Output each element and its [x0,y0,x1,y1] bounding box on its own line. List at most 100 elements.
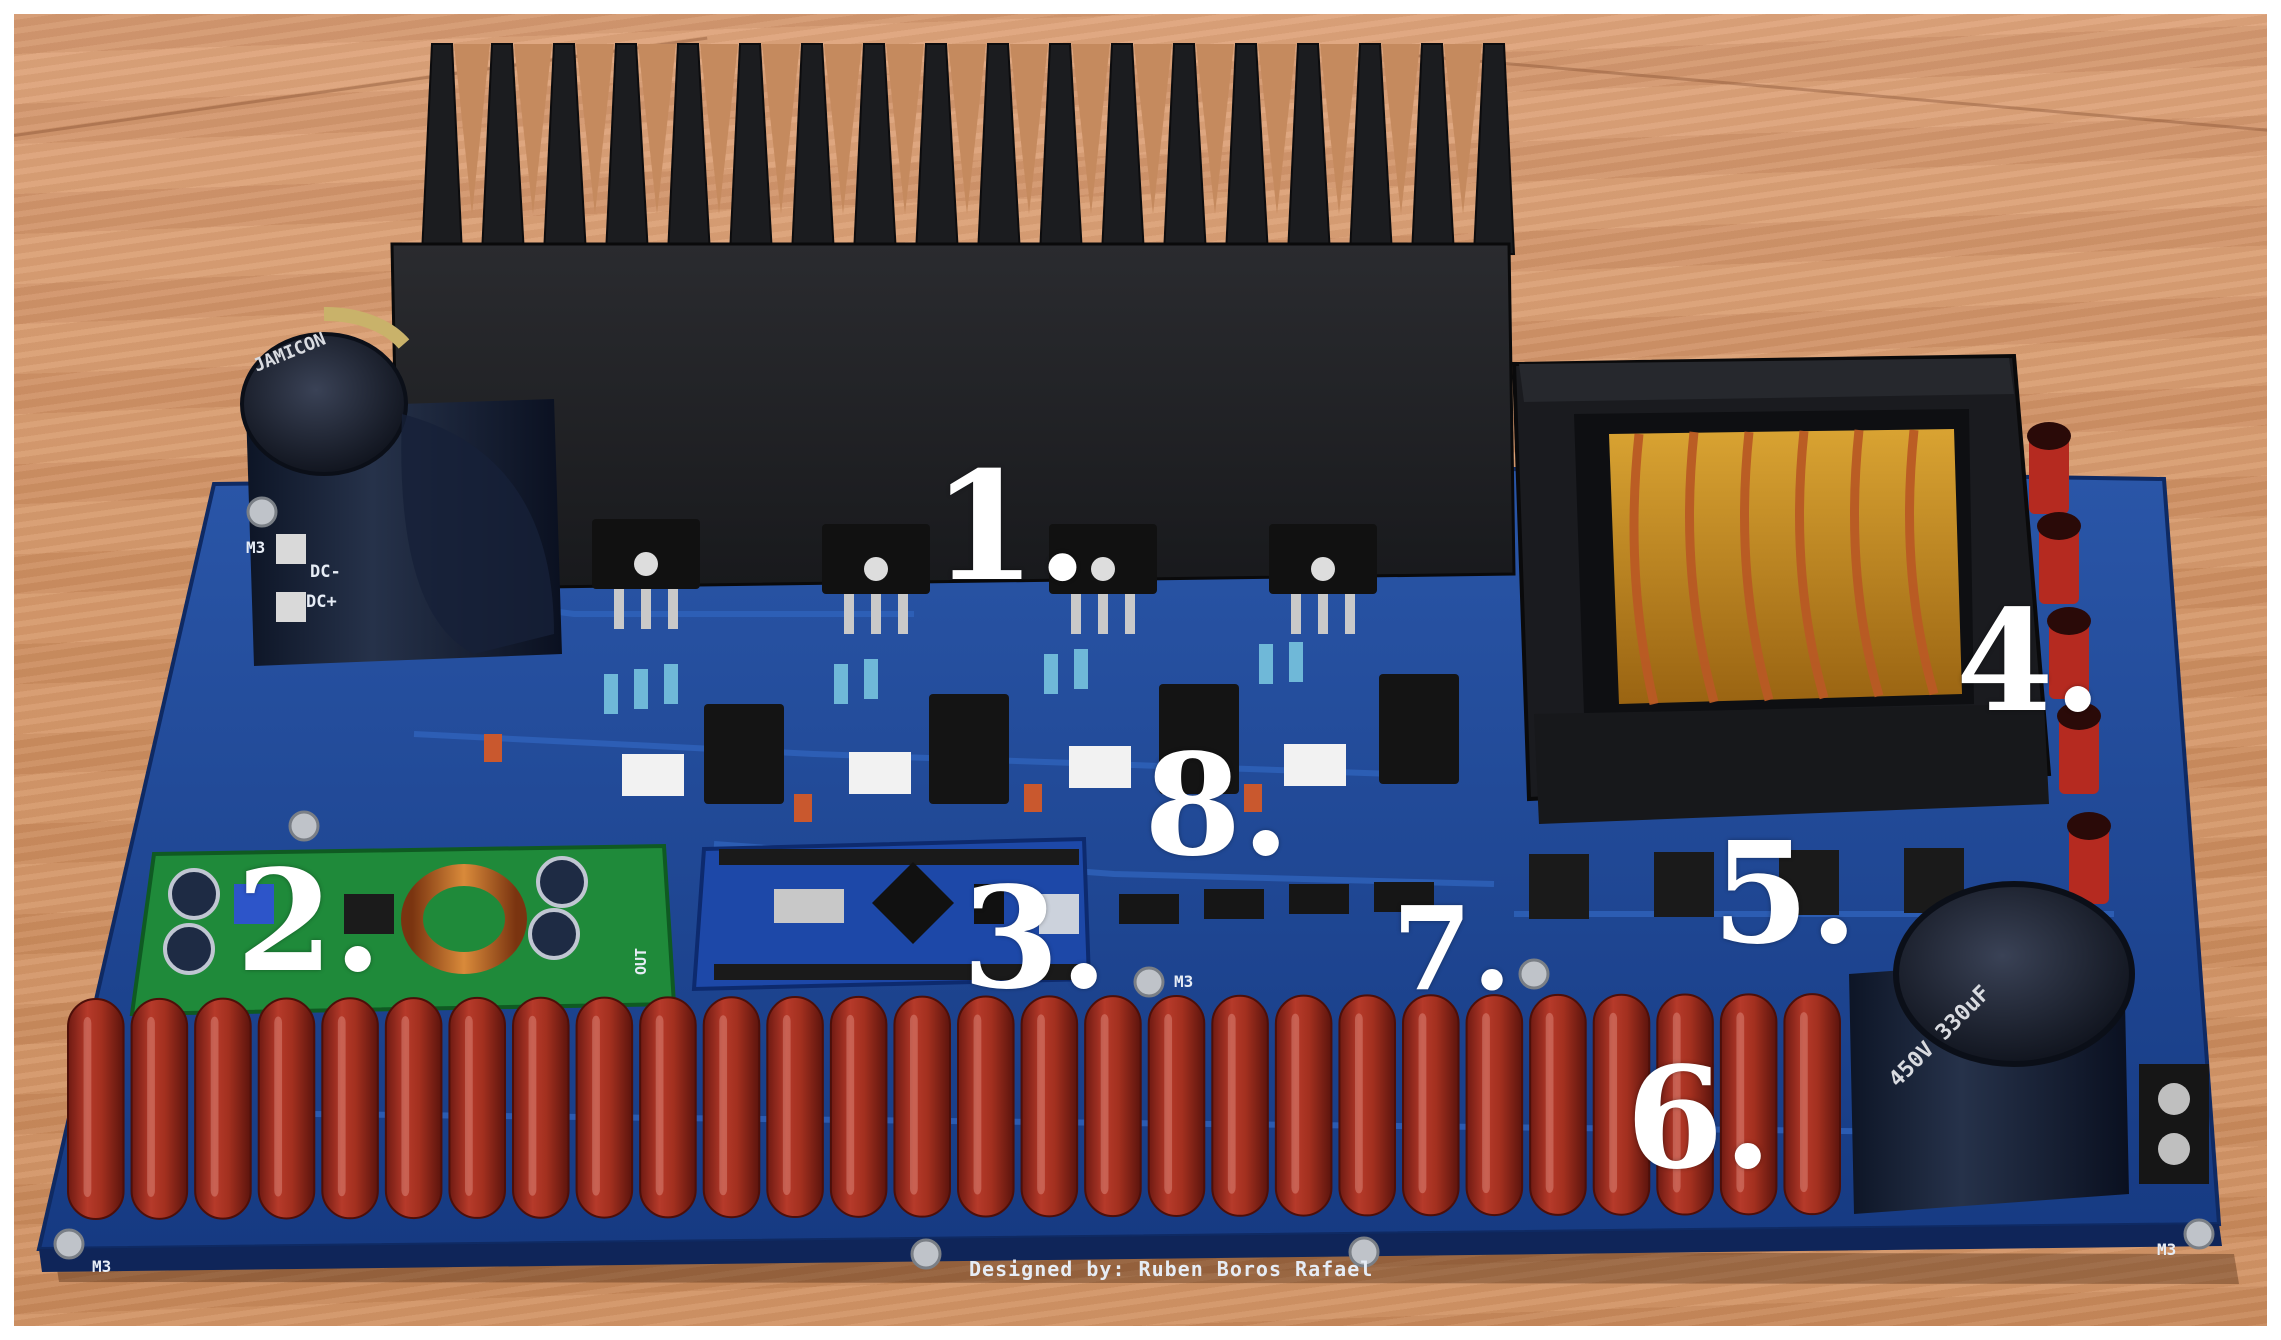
capacitor-highlight [1609,1012,1618,1193]
capacitor-highlight [719,1015,728,1196]
capacitor-highlight [1037,1014,1045,1195]
terminal [2057,702,2101,794]
silk-m3-middle: M3 [1174,972,1194,991]
capacitor-highlight [846,1014,855,1195]
film-capacitor [1592,993,1651,1216]
capacitor-highlight [1354,1013,1363,1194]
silk-out: OUT [632,947,651,976]
microcontroller-board [691,836,1092,992]
label-7: 7. [1392,882,1513,1017]
capacitor-highlight [1418,1013,1427,1194]
film-capacitor [702,996,761,1219]
capacitor-highlight [973,1014,982,1195]
label-5: 5. [1712,812,1859,976]
heatsink-fin-gaps [454,44,1482,214]
film-capacitor [1656,993,1714,1216]
mounting-screws [53,496,2215,1270]
film-capacitor [1084,995,1142,1218]
film-capacitor [957,995,1015,1218]
output-terminals [2027,422,2111,904]
film-capacitor [829,995,888,1218]
film-capacitor [194,997,252,1220]
terminal [2037,512,2081,604]
output-capacitor [1849,881,2135,1214]
dc-output-screw-terminal [2139,1064,2209,1184]
film-capacitor [130,997,189,1220]
capacitor-highlight [909,1014,918,1195]
silk-dc-minus: DC- [310,562,341,582]
driver-ic-row [1119,882,1434,924]
mosfet-row [592,519,1377,634]
terminal [2027,422,2071,514]
label-6: 6. [1626,1037,1773,1201]
capacitor-highlight [1482,1013,1490,1194]
capacitor-highlight [147,1016,155,1197]
input-capacitor [240,306,562,666]
capacitor-highlight [1100,1014,1109,1195]
mosfet-4 [1269,524,1377,634]
silk-designer: Designed by: Ruben Boros Rafael [969,1257,1374,1281]
buck-converter-module [129,843,677,1017]
label-1: 1. [932,439,1089,615]
film-capacitor [512,996,570,1219]
capacitor-highlight [1672,1012,1681,1193]
film-capacitor [1147,994,1206,1217]
heatsink-fins [420,43,1516,255]
capacitor-highlight [1545,1012,1554,1193]
capacitor-highlight [1164,1013,1173,1194]
label-2: 2. [236,840,383,1004]
film-capacitor [321,997,379,1220]
capacitor-highlight [782,1015,791,1196]
capacitor-highlight [528,1015,537,1196]
capacitor-highlight [274,1016,283,1197]
film-capacitor [1783,993,1842,1216]
label-4: 4. [1956,580,2103,744]
gate-driver-section [484,642,1459,822]
label-3: 3. [962,857,1109,1021]
capacitor-highlight [1291,1013,1300,1194]
film-capacitor [893,995,952,1218]
silk-m3-bottom-left: M3 [92,1257,112,1276]
label-8: 8. [1144,724,1291,888]
film-capacitor [1274,994,1333,1217]
film-capacitor [575,996,634,1219]
capacitor-highlight [1736,1012,1745,1193]
terminal [2067,812,2111,904]
capacitor-highlight [1227,1013,1236,1194]
film-capacitor [448,996,506,1219]
photo-frame: M3 DC- DC+ M3 M3 M3 OUT Designed by: Rub… [14,14,2267,1326]
mosfet-3 [1049,524,1157,634]
pcb-edge [39,1224,2222,1272]
capacitor-highlight [401,1016,410,1197]
film-capacitor-bank [67,993,1842,1220]
film-capacitor [1020,995,1079,1218]
film-capacitor [1338,994,1397,1217]
film-capacitor [67,998,125,1220]
film-capacitor [1402,994,1460,1217]
film-capacitor [257,997,316,1220]
transformer [1511,353,2052,824]
mosfet-2 [822,524,930,634]
film-capacitor [639,996,697,1219]
capacitor-highlight [1799,1012,1808,1193]
film-capacitor [1211,994,1269,1217]
silk-dc-plus: DC+ [306,592,337,612]
capacitor-highlight [83,1017,92,1197]
film-capacitor [384,997,443,1220]
silk-m3-top-left: M3 [246,538,266,557]
rectifier-diodes [1529,848,1964,919]
mosfet-1 [592,519,700,629]
capacitor-highlight [655,1015,664,1196]
film-capacitor [766,996,824,1219]
silk-m3-bottom-right: M3 [2157,1240,2177,1259]
film-capacitor [1465,994,1524,1217]
capacitor-highlight [464,1015,473,1196]
terminal [2047,607,2091,699]
film-capacitor [1719,993,1778,1216]
capacitor-highlight [337,1016,346,1197]
capacitor-highlight [592,1015,600,1196]
capacitor-highlight [210,1016,219,1197]
film-capacitor [1529,993,1587,1216]
dc-input-terminals [276,534,306,622]
pcb-scene [36,43,2239,1284]
